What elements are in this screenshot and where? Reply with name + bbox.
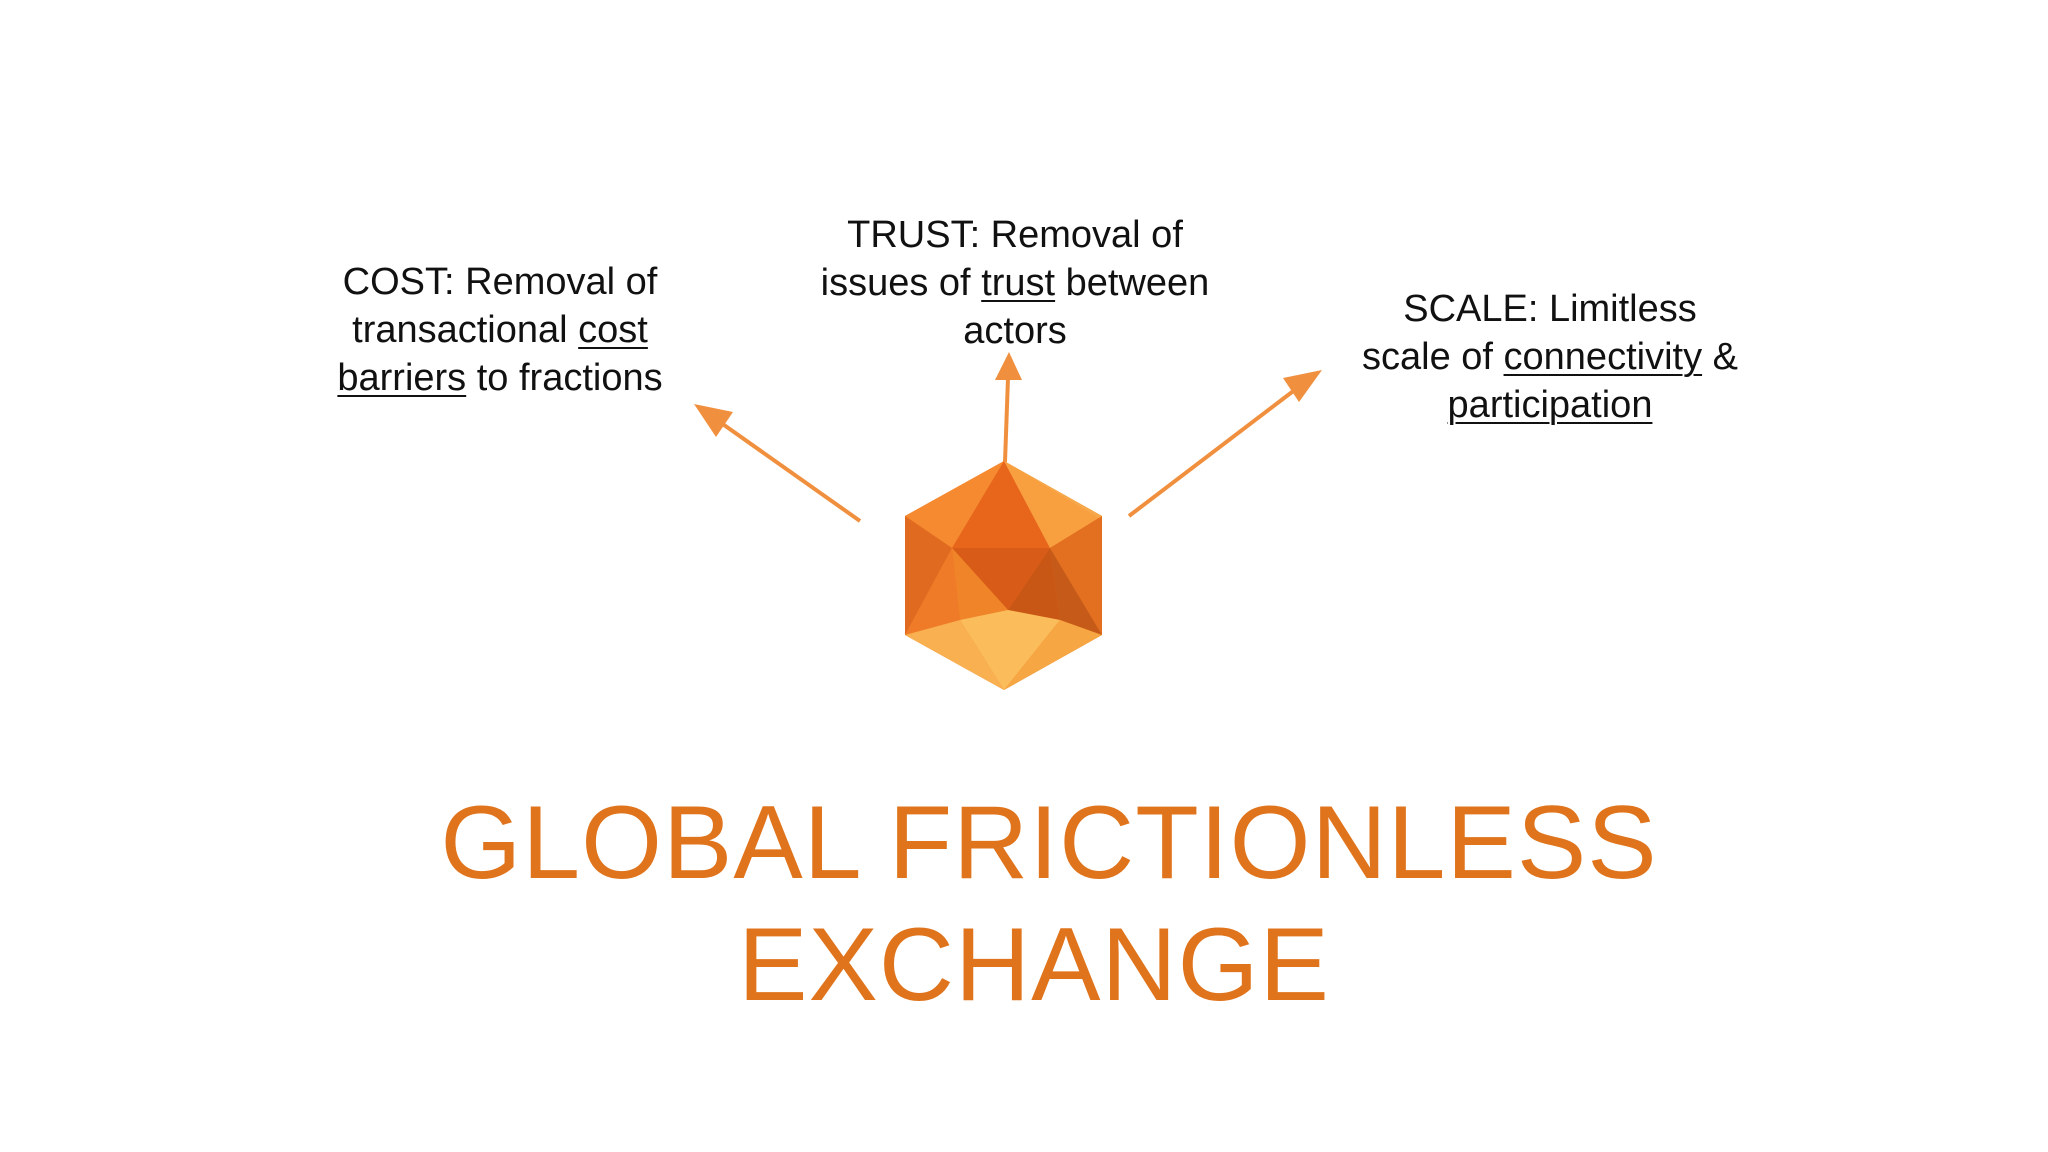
participation-underlined-word: participation: [1447, 384, 1653, 426]
trust-line-2-pre: issues of: [820, 262, 982, 304]
connectivity-underlined-word: connectivity: [1503, 336, 1703, 378]
trust-callout: TRUST: Removal of issues of trust betwee…: [800, 211, 1230, 355]
scale-line-1: SCALE: Limitless: [1403, 288, 1697, 330]
trust-line-2: issues of trust between: [800, 259, 1230, 307]
trust-line-3: actors: [963, 310, 1067, 352]
cost-line-3: barriers to fractions: [310, 354, 690, 402]
scale-line-2-pre: scale of: [1362, 336, 1504, 378]
cost-line-1: COST: Removal of: [342, 261, 658, 303]
trust-line-1: TRUST: Removal of: [847, 214, 1183, 256]
arrow-to-scale: [1127, 370, 1322, 518]
title-line-1: GLOBAL FRICTIONLESS: [440, 785, 1658, 901]
cost-underlined-word: cost: [578, 309, 648, 351]
cost-callout: COST: Removal of transactional cost barr…: [310, 258, 690, 402]
arrow-to-trust: [995, 352, 1022, 463]
scale-line-2-post: &: [1702, 336, 1738, 378]
slide-title: GLOBAL FRICTIONLESS EXCHANGE: [0, 782, 2048, 1026]
scale-callout: SCALE: Limitless scale of connectivity &…: [1330, 285, 1770, 429]
trust-underlined-word: trust: [981, 262, 1056, 304]
trust-line-2-post: between: [1055, 262, 1210, 304]
scale-line-2: scale of connectivity &: [1330, 333, 1770, 381]
cost-line-2: transactional cost: [310, 306, 690, 354]
cost-line-3-text: to fractions: [466, 357, 663, 399]
barriers-underlined-word: barriers: [337, 357, 467, 399]
orange-polyhedron-icon: [905, 461, 1102, 690]
arrow-to-cost: [694, 404, 862, 523]
scale-line-3: participation: [1330, 381, 1770, 429]
cost-line-2-text: transactional: [352, 309, 579, 351]
title-line-2: EXCHANGE: [738, 907, 1330, 1023]
